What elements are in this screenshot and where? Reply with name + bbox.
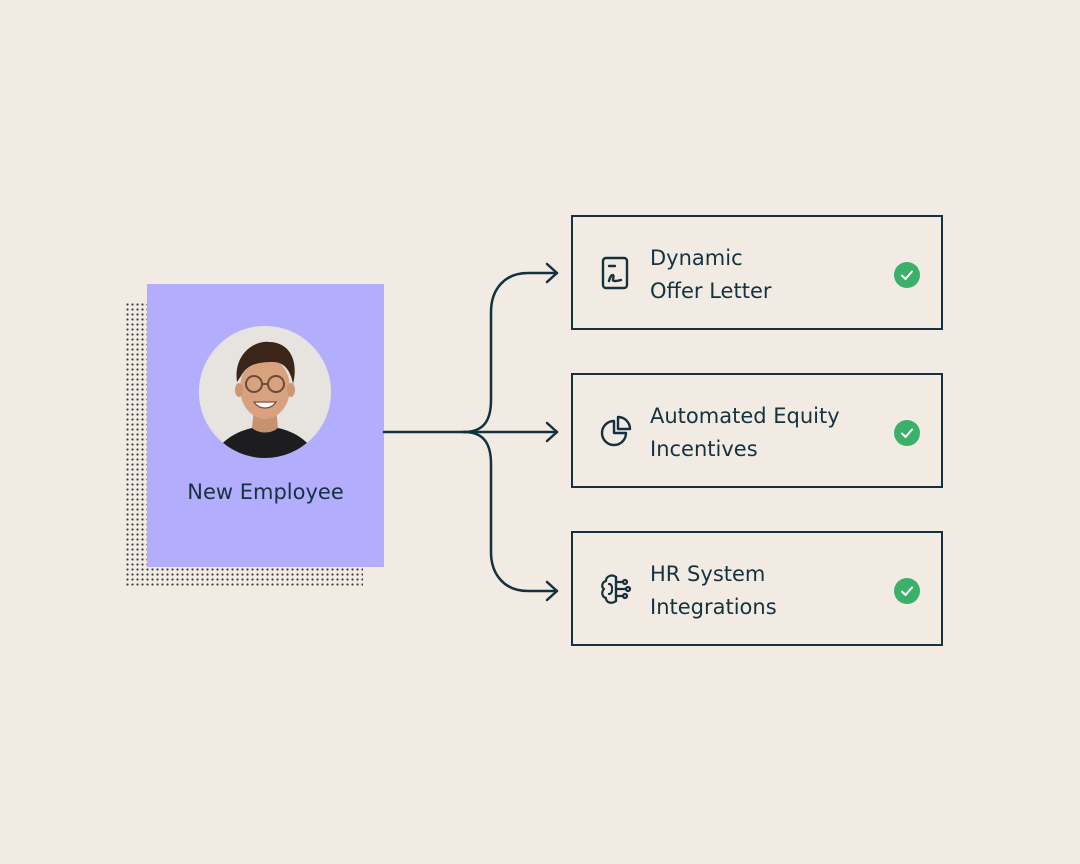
check-icon (894, 420, 920, 446)
feature-title-line1: HR System (650, 562, 766, 586)
document-icon (599, 256, 631, 290)
connector-top (462, 271, 559, 434)
check-icon (894, 262, 920, 288)
new-employee-card: New Employee (147, 284, 384, 567)
check-icon (894, 578, 920, 604)
employee-label: New Employee (187, 480, 344, 504)
feature-title-line2: Offer Letter (650, 279, 772, 303)
employee-avatar (199, 326, 331, 458)
arrowhead-middle (545, 421, 559, 443)
feature-title-line1: Dynamic (650, 246, 743, 270)
feature-title-line2: Integrations (650, 595, 777, 619)
feature-card-equity-incentives: Automated Equity Incentives (571, 373, 943, 488)
feature-title-line1: Automated Equity (650, 404, 840, 428)
feature-card-offer-letter: Dynamic Offer Letter (571, 215, 943, 330)
feature-card-hr-integrations: HR System Integrations (571, 531, 943, 646)
brain-circuit-icon (599, 572, 632, 606)
arrowhead-bottom (545, 580, 559, 602)
pie-chart-icon (599, 414, 632, 448)
connector-bottom (462, 430, 559, 593)
feature-title-line2: Incentives (650, 437, 758, 461)
arrowhead-top (545, 262, 559, 284)
